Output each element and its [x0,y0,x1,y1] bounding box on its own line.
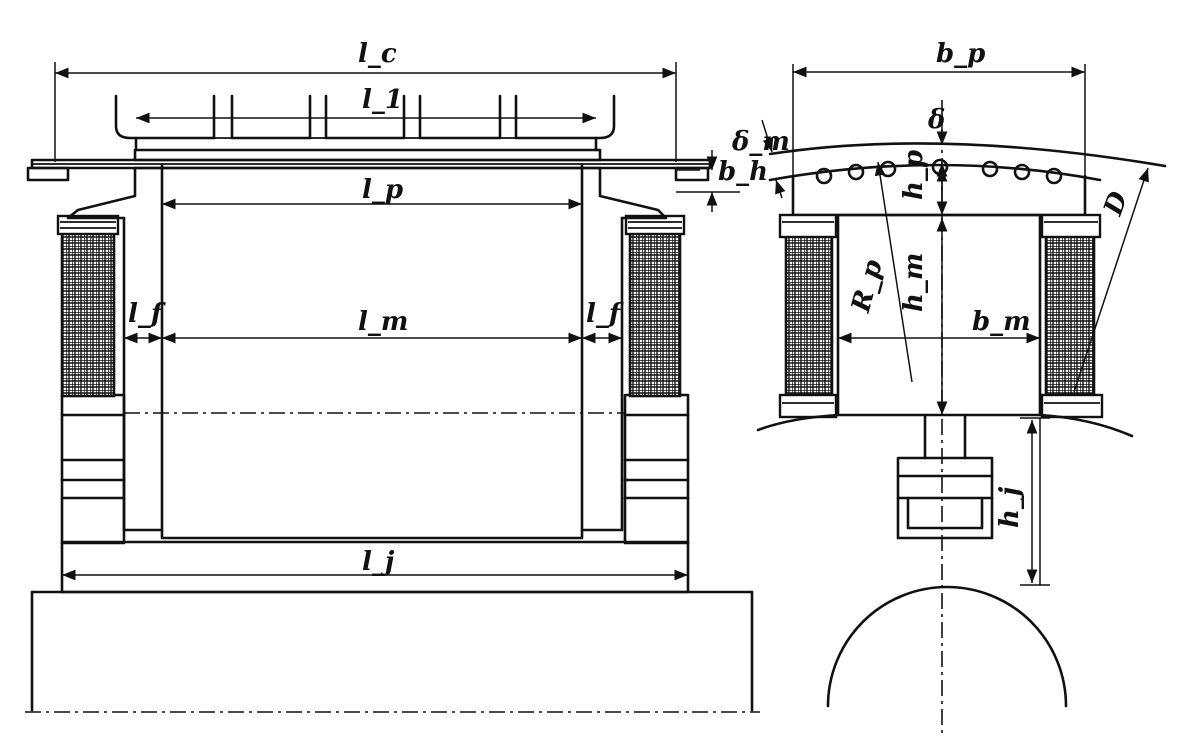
yoke [60,540,690,594]
clamp-plates-left [60,393,126,545]
dim-bp [792,64,1086,215]
front-coil-left [778,213,838,419]
label-delta: δ [927,105,945,135]
label-lj: l_j [362,547,395,577]
shaft-semicircle [826,585,1068,708]
label-bm: b_m [972,307,1031,337]
side-view: l_c l_1 l_p l_m l_f l_f l_j b_h [25,39,768,713]
field-coil-left [56,214,120,398]
label-lf-right: l_f [586,299,624,329]
label-bp: b_p [936,39,985,69]
stator-bore-arc [768,142,1167,168]
label-rp: R_p [846,257,889,317]
label-d: D [1098,187,1134,220]
label-l1: l_1 [362,85,403,115]
label-hm: h_m [899,253,929,312]
label-hj: h_j [995,486,1025,528]
dim-delta-m [761,119,786,199]
dim-bh [676,150,740,212]
label-bh: b_h [718,157,768,187]
label-hp: h_p [899,150,929,200]
label-lf-left: l_f [128,299,166,329]
damper-slots [815,158,1063,185]
dim-hj [1020,417,1050,586]
pole-body [66,163,668,540]
label-lc: l_c [358,39,397,69]
label-lp: l_p [362,175,403,205]
rim-right [1038,413,1134,438]
dim-lc [54,62,677,162]
front-coil-right [1040,213,1104,419]
rim-left [756,413,840,432]
dim-rp [874,161,913,383]
label-delta-m: δ_m [731,127,790,157]
dovetail [896,413,994,540]
field-coil-right [624,214,686,398]
label-lm: l_m [358,307,408,337]
base-block [30,590,754,712]
dim-d [1073,167,1149,393]
pole-core [791,213,1087,417]
clamp-plates-right [623,393,690,545]
front-view: b_p [731,39,1167,735]
